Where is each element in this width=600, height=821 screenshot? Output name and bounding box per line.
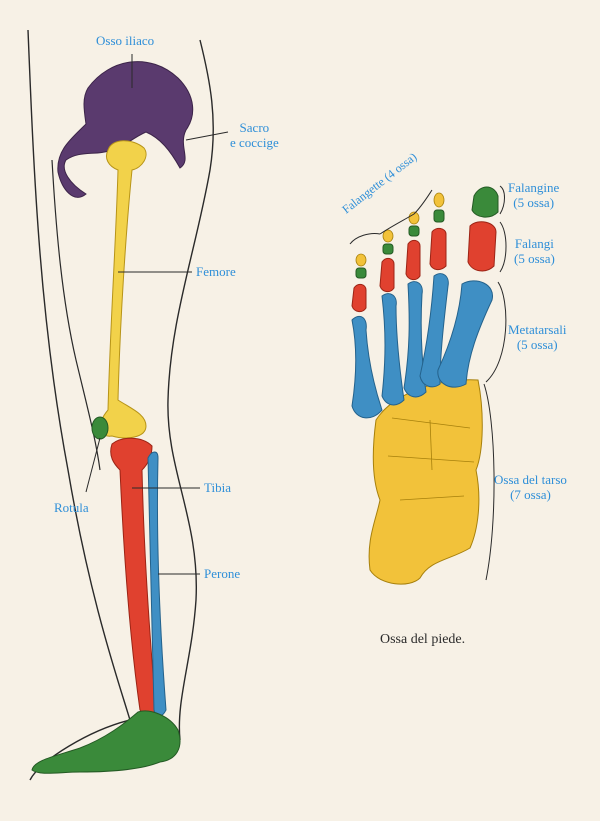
leg-foot-bones	[31, 710, 181, 774]
label-metatarsali-line1: Metatarsali	[508, 322, 567, 337]
middle-phalanges	[355, 186, 499, 279]
label-falangine-line2: (5 ossa)	[513, 195, 555, 210]
label-osso-iliaco: Osso iliaco	[96, 33, 155, 48]
label-metatarsali-line2: (5 ossa)	[516, 337, 558, 352]
figure-caption: Ossa del piede.	[380, 632, 466, 647]
label-sacro: Sacro e coccige	[230, 120, 279, 150]
label-tarso-line2: (7 ossa)	[510, 487, 551, 502]
distal-phalanges	[355, 192, 445, 267]
bracket-tarso	[483, 383, 495, 581]
foot-diagram	[349, 185, 507, 585]
label-femore: Femore	[196, 264, 236, 279]
label-ossa-del-tarso: Ossa del tarso (7 ossa)	[494, 472, 567, 502]
bracket-metatarsali	[485, 281, 507, 383]
leg-outline	[27, 29, 131, 781]
big-toe-distal-phalanx	[471, 186, 499, 218]
bracket-falangi	[499, 221, 507, 273]
proximal-phalanges	[351, 221, 497, 313]
label-perone: Perone	[204, 566, 241, 581]
label-falangine-line1: Falangine	[508, 180, 560, 195]
label-metatarsali: Metatarsali (5 ossa)	[508, 322, 566, 352]
label-falangine: Falangine (5 ossa)	[508, 180, 559, 210]
inner-thigh-outline	[51, 159, 101, 471]
femur-bone	[99, 140, 147, 439]
label-sacro-line1: Sacro	[239, 120, 270, 135]
label-tibia: Tibia	[204, 480, 231, 495]
patella-bone	[91, 416, 109, 440]
label-falangi: Falangi (5 ossa)	[514, 236, 555, 266]
bracket-falangine	[499, 185, 505, 215]
bracket-falangette	[349, 189, 433, 245]
fibula-bone	[147, 451, 167, 717]
label-tarso-line1: Ossa del tarso	[494, 472, 567, 487]
label-falangi-line1: Falangi	[514, 236, 554, 251]
tarsal-bones	[368, 379, 483, 585]
label-rotula: Rotula	[54, 500, 89, 515]
label-sacro-line2: e coccige	[230, 135, 279, 150]
pelvis-foramen	[84, 162, 104, 178]
metatarsal-bones	[351, 273, 493, 419]
label-falangi-line2: (5 ossa)	[514, 251, 555, 266]
leg-outline-back	[167, 39, 214, 741]
